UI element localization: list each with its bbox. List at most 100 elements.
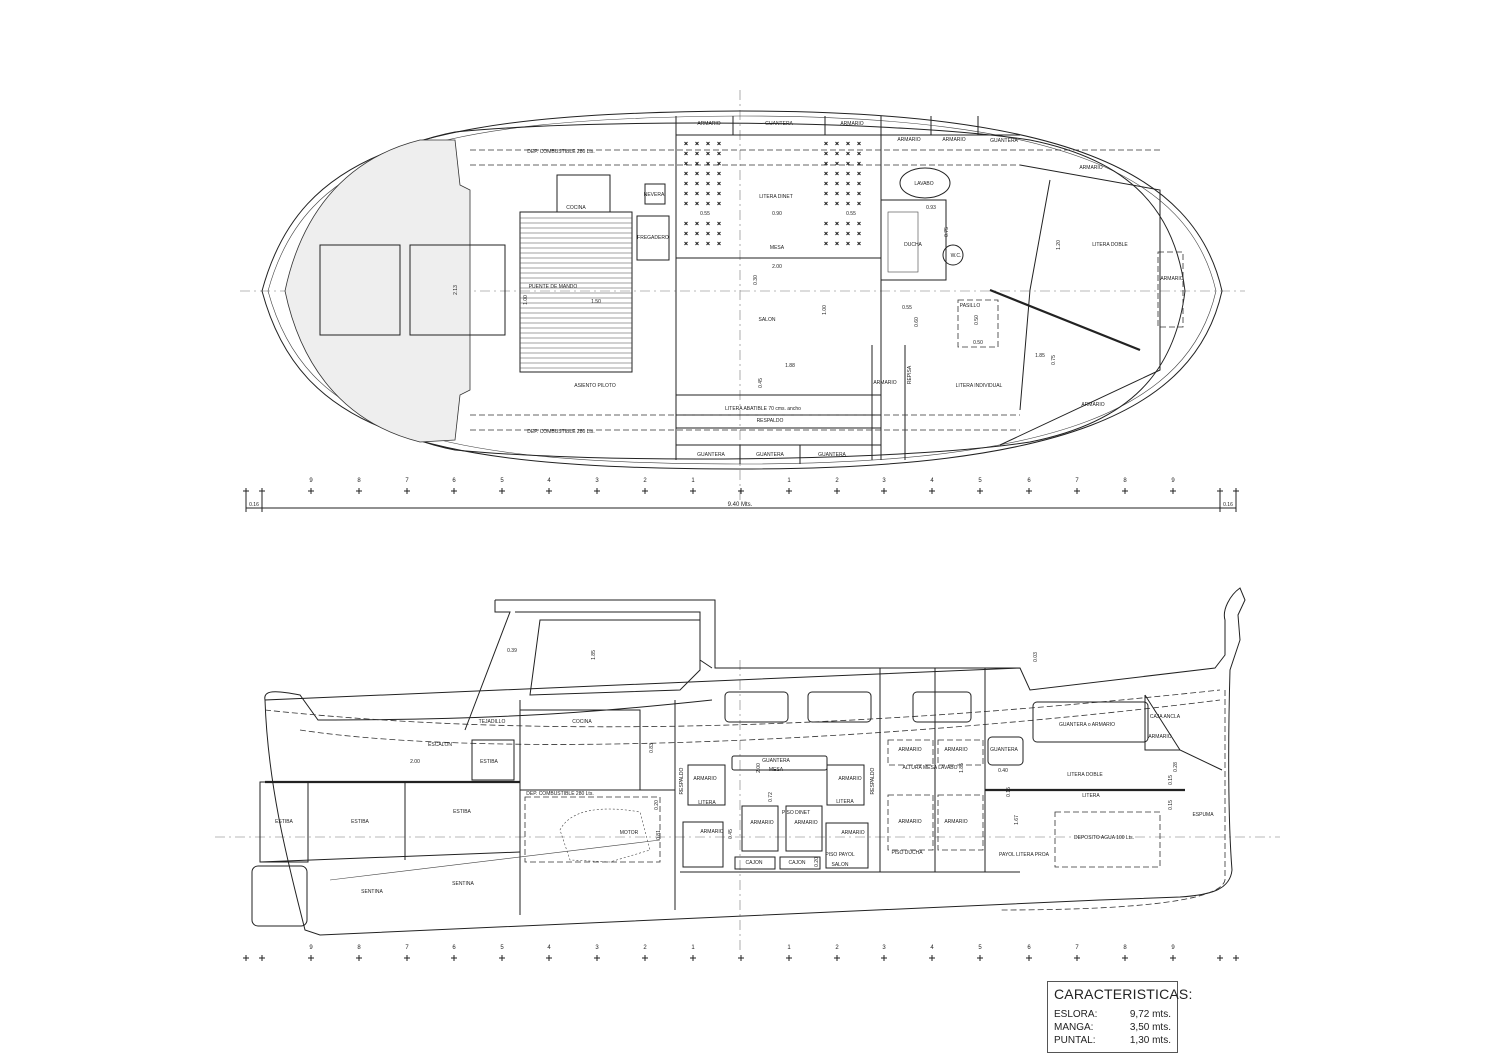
cushion-cross-mark <box>846 191 850 196</box>
cushion-cross-mark <box>695 201 699 206</box>
cushion-cross-mark <box>846 201 850 206</box>
profile-label: DEPOSITO AGUA 100 Lts. <box>1074 835 1134 841</box>
plan-dimension: 1.50 <box>591 299 601 305</box>
plan-label: REPISA <box>907 365 913 384</box>
station-tick <box>786 488 792 494</box>
station-number: 9 <box>309 478 313 484</box>
profile-label: LITERA DOBLE <box>1067 772 1103 778</box>
spec-value: 1,30 mts. <box>1129 1035 1171 1046</box>
station-tick <box>404 488 410 494</box>
station-tick <box>929 955 935 961</box>
cushion-cross-mark <box>824 241 828 246</box>
station-tick <box>546 488 552 494</box>
plan-dimension: 0.60 <box>914 317 920 327</box>
galley-cabinet <box>519 709 641 791</box>
profile-dimension: 0.03 <box>1033 652 1039 662</box>
station-number: 2 <box>835 945 839 951</box>
cushion-cross-mark <box>824 201 828 206</box>
profile-label: GUANTERA o ARMARIO <box>1059 722 1115 728</box>
station-tick <box>451 488 457 494</box>
profile-dimension: 0.40 <box>998 768 1008 774</box>
station-tick <box>834 488 840 494</box>
profile-label: ARMARIO <box>750 820 773 826</box>
station-tick <box>404 955 410 961</box>
cushion-cross-mark <box>684 161 688 166</box>
pilothouse-window <box>529 619 701 696</box>
profile-label: PISO DUCHA <box>891 850 923 856</box>
anchor-locker <box>1144 694 1223 771</box>
cushion-cross-mark <box>857 161 861 166</box>
station-tick <box>1217 955 1223 961</box>
station-tick <box>308 955 314 961</box>
forward-locker <box>1157 251 1184 328</box>
cushion-cross-mark <box>835 181 839 186</box>
spec-row-eslora: ESLORA:9,72 mts. <box>1054 1008 1171 1021</box>
station-number: 2 <box>643 945 647 951</box>
station-number: 3 <box>882 945 886 951</box>
profile-label: COCINA <box>572 719 592 725</box>
plan-label: DEP. COMBUSTIBLE 280 Lts. <box>527 149 594 155</box>
station-tick <box>308 488 314 494</box>
plan-dimension: 0.93 <box>926 205 936 211</box>
station-number: 8 <box>357 945 361 951</box>
station-number: 6 <box>452 478 456 484</box>
station-tick <box>690 955 696 961</box>
spec-label: ESLORA: <box>1054 1009 1098 1020</box>
cushion-cross-mark <box>695 161 699 166</box>
station-tick <box>1074 488 1080 494</box>
plan-label: LITERA DINET <box>759 194 793 200</box>
cockpit-hatch-aft <box>319 244 401 336</box>
plan-dimension: 0.55 <box>902 305 912 311</box>
station-tick <box>243 955 249 961</box>
cushion-cross-mark <box>857 231 861 236</box>
plan-dimension: 1.20 <box>1056 240 1062 250</box>
cushion-cross-mark <box>695 241 699 246</box>
forward-locker-profile <box>1032 701 1149 743</box>
spec-row-puntal: PUNTAL:1,30 mts. <box>1054 1034 1171 1047</box>
station-number: 2 <box>643 478 647 484</box>
cushion-pattern <box>684 141 861 246</box>
station-number: 3 <box>595 478 599 484</box>
station-number: 4 <box>547 478 551 484</box>
station-tick <box>977 955 983 961</box>
cushion-cross-mark <box>717 181 721 186</box>
plan-dimension: 1.00 <box>523 295 529 305</box>
profile-label: SENTINA <box>361 889 383 895</box>
cushion-cross-mark <box>835 201 839 206</box>
station-tick <box>1026 488 1032 494</box>
plan-label: ARMARIO <box>873 380 896 386</box>
station-tick <box>1026 955 1032 961</box>
profile-label: ARMARIO <box>898 747 921 753</box>
station-tick <box>594 955 600 961</box>
sink <box>636 215 670 261</box>
profile-dimension: 0.83 <box>649 743 655 753</box>
station-tick <box>786 955 792 961</box>
profile-label: LITERA <box>1082 793 1100 799</box>
fuel-tank-outlines <box>470 149 1160 431</box>
water-tank <box>1054 811 1161 868</box>
station-tick <box>1122 955 1128 961</box>
cushion-cross-mark <box>717 191 721 196</box>
cushion-cross-mark <box>684 171 688 176</box>
fridge <box>644 183 666 205</box>
station-tick <box>834 955 840 961</box>
profile-dimension: 2.00 <box>410 759 420 765</box>
plan-label: FREGADERO <box>637 235 669 241</box>
plan-label: RESPALDO <box>757 418 784 424</box>
profile-dimension: 0.28 <box>1173 762 1179 772</box>
cushion-cross-mark <box>695 171 699 176</box>
station-tick <box>690 488 696 494</box>
bulkhead <box>989 288 1141 352</box>
cushion-cross-mark <box>835 231 839 236</box>
cushion-cross-mark <box>684 191 688 196</box>
profile-label: SALON <box>832 862 849 868</box>
profile-dimension: 0.15 <box>1168 800 1174 810</box>
station-number: 1 <box>787 478 791 484</box>
cushion-cross-mark <box>824 231 828 236</box>
cushion-cross-mark <box>824 191 828 196</box>
propeller-shaft <box>329 839 661 881</box>
plan-label: SALON <box>759 317 776 323</box>
station-number: 9 <box>309 945 313 951</box>
